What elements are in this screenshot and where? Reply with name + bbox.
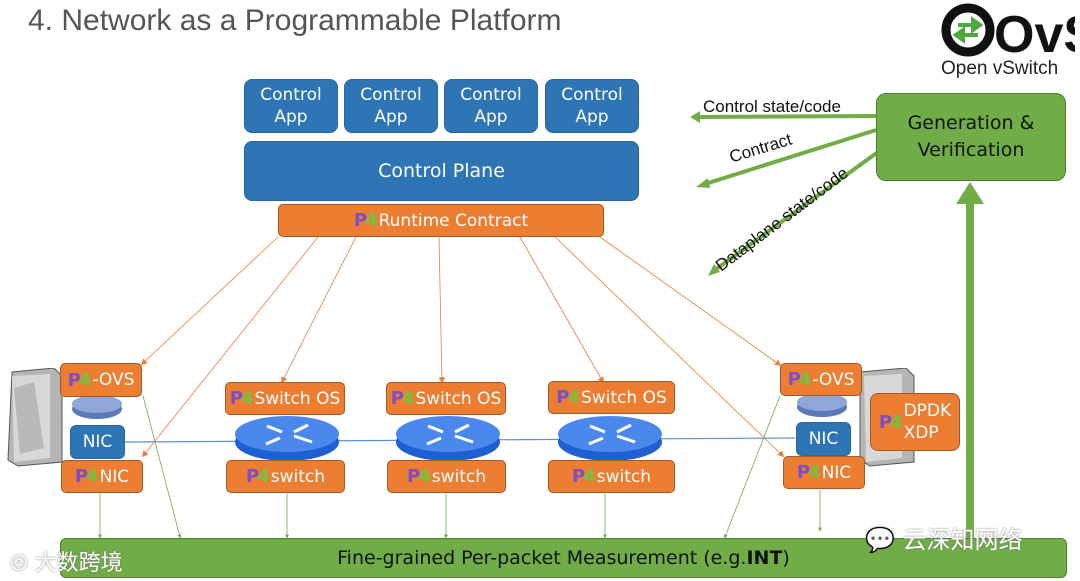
p4-logo-icon: P4 (390, 388, 415, 409)
swap-arrows-icon (952, 16, 984, 44)
p4-logo-icon: P4 (787, 369, 812, 390)
page-title: 4. Network as a Programmable Platform (28, 4, 562, 37)
watermark-logo-icon: ⦾ (10, 551, 28, 576)
router-icon (235, 416, 339, 461)
p4-ovs-right[interactable]: P4-OVS (780, 363, 862, 396)
p4-logo-icon: P4 (67, 369, 92, 391)
nic-right[interactable]: NIC (796, 422, 851, 456)
server-icon-left (7, 368, 63, 467)
p4-logo-icon: P4 (74, 466, 99, 487)
ovs-logo: OvS (941, 3, 1075, 60)
p4-ovs-left[interactable]: P4-OVS (60, 363, 142, 397)
p4-logo-icon: P4 (796, 462, 821, 483)
router-icon-right (797, 393, 847, 417)
watermark-right: 💬 云深知网络 (865, 526, 1023, 554)
runtime-contract[interactable]: P4 Runtime Contract (278, 204, 604, 237)
p4-logo-icon: P4 (556, 387, 580, 408)
wechat-icon: 💬 (865, 526, 895, 554)
ovs-logo-subtitle: Open vSwitch (941, 58, 1059, 79)
p4-logo-icon: P4 (878, 411, 903, 433)
nic-left[interactable]: NIC (70, 425, 125, 459)
router-icon-left (72, 395, 122, 419)
p4-logo-icon: P4 (353, 210, 378, 231)
router-icon (558, 416, 662, 461)
generation-verification[interactable]: Generation &Verification (876, 93, 1066, 181)
ovs-logo-text: OvS (994, 6, 1075, 60)
measurement-bar[interactable]: Fine-grained Per-packet Measurement (e.g… (60, 538, 1067, 578)
p4-logo-icon: P4 (229, 388, 254, 409)
router-icon (396, 416, 500, 461)
p4-logo-icon: P4 (571, 466, 596, 487)
p4-logo-icon: P4 (406, 466, 431, 487)
orange-arrows (140, 236, 785, 458)
watermark-left: ⦾ 大数跨境 (10, 551, 123, 576)
green-thick-arrows (690, 111, 984, 538)
p4-logo-icon: P4 (245, 466, 270, 487)
label-control-state: Control state/code (703, 97, 841, 116)
control-plane[interactable]: Control Plane (244, 141, 639, 201)
green-thin-arrows (98, 395, 822, 539)
